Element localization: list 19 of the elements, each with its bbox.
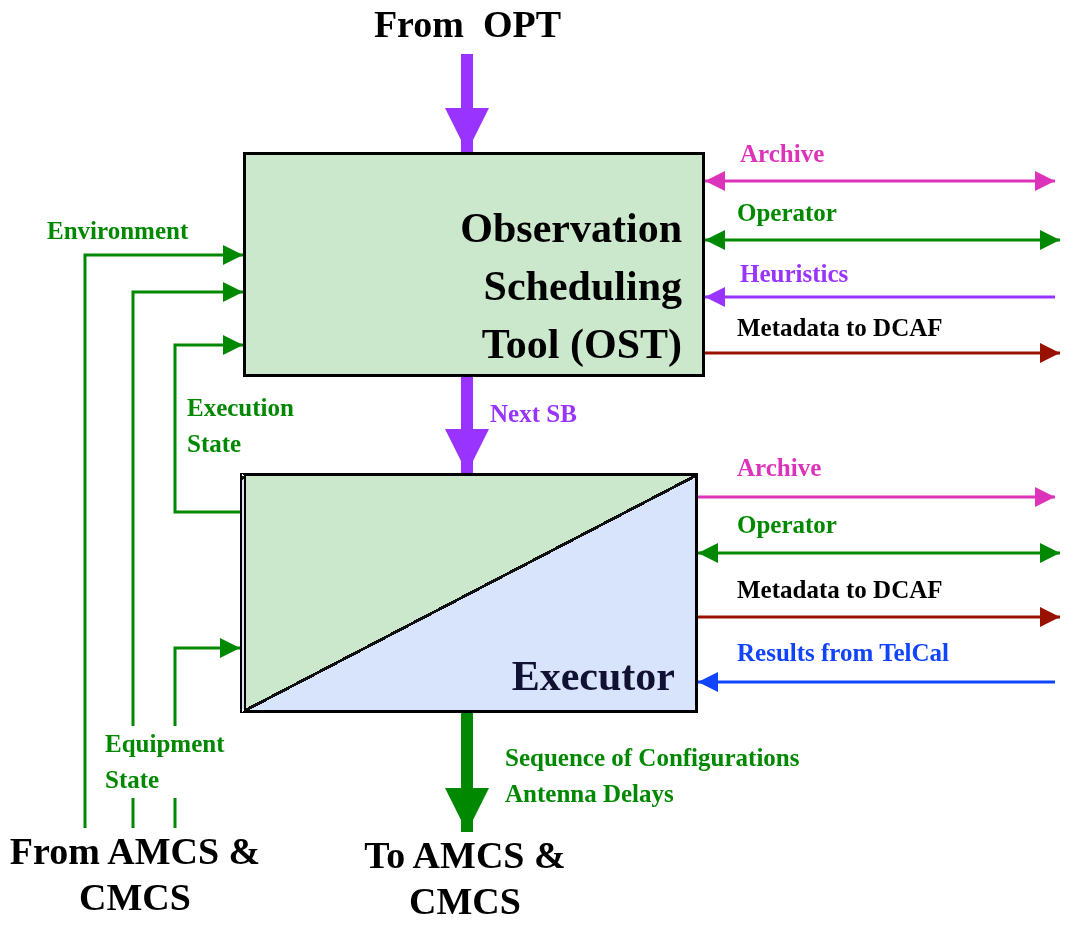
arrow	[705, 343, 1060, 363]
output-label: To AMCS & CMCS	[350, 832, 580, 924]
arrow	[698, 543, 1060, 563]
arrow	[705, 287, 1055, 307]
arrow	[445, 713, 489, 832]
arrow	[698, 607, 1060, 627]
arrow	[445, 54, 489, 152]
input-label: From AMCS & CMCS	[5, 828, 265, 920]
process-box: Executor	[240, 473, 698, 713]
arrow	[173, 335, 243, 514]
input-label: From OPT	[330, 2, 605, 54]
arrow	[83, 245, 243, 828]
process-box: Observation Scheduling Tool (OST)	[243, 152, 705, 377]
arrow	[705, 171, 1055, 191]
arrow	[445, 377, 489, 473]
arrow	[131, 282, 243, 828]
arrow	[698, 487, 1055, 507]
arrow	[698, 672, 1055, 692]
arrow	[705, 230, 1060, 250]
